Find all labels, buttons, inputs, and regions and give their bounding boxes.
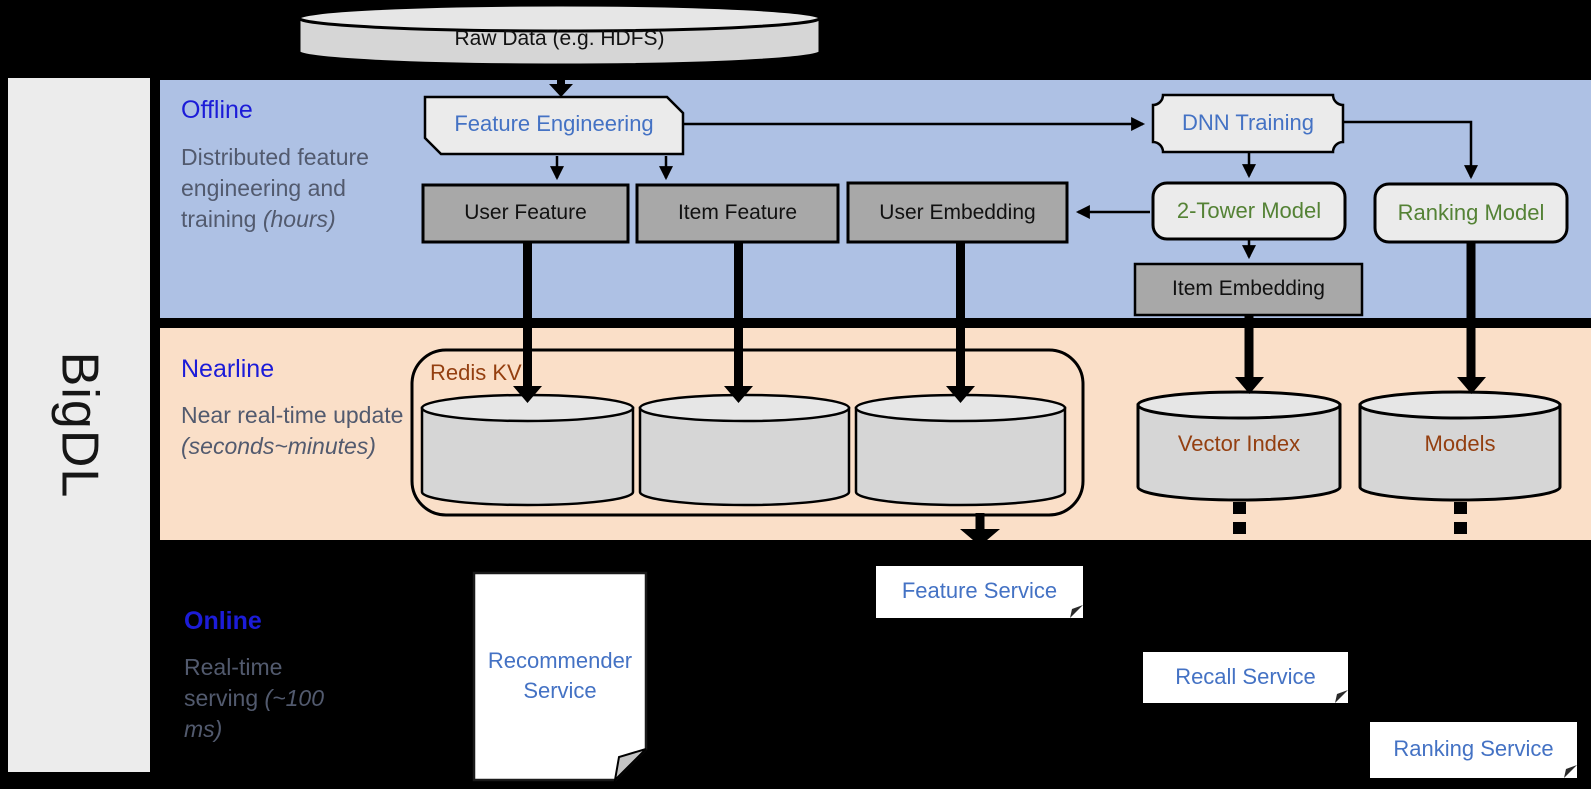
bigdl-logo-text: BigDL bbox=[50, 351, 109, 499]
raw-data-label: Raw Data (e.g. HDFS) bbox=[454, 27, 665, 50]
ranking-model-label: Ranking Model bbox=[1397, 200, 1545, 225]
offline-section-title: Offline bbox=[181, 96, 253, 124]
online-section-title: Online bbox=[184, 607, 262, 635]
bigdl-brand-bar: BigDL bbox=[8, 78, 150, 772]
user-feature-label: User Feature bbox=[464, 201, 587, 224]
item-feature-label: Item Feature bbox=[677, 201, 798, 224]
item-embedding-label: Item Embedding bbox=[1172, 277, 1325, 300]
two-tower-model-label: 2-Tower Model bbox=[1176, 198, 1322, 223]
recommender-service-label: Recommender Service bbox=[487, 648, 633, 703]
redis-kv-label: Redis KV bbox=[430, 360, 522, 385]
ranking-service-label: Ranking Service bbox=[1393, 736, 1554, 761]
user-embedding-label: User Embedding bbox=[879, 201, 1036, 224]
online-section-description: Real-time serving (~100 ms) bbox=[184, 654, 325, 742]
feature-service-label: Feature Service bbox=[901, 578, 1058, 603]
vector-index-label: Vector Index bbox=[1177, 431, 1301, 456]
feature-engineering-label: Feature Engineering bbox=[454, 111, 654, 136]
dnn-training-label: DNN Training bbox=[1181, 110, 1315, 135]
offline-section-description: Distributed feature engineering and trai… bbox=[181, 144, 369, 232]
models-label: Models bbox=[1424, 431, 1496, 456]
recall-service-label: Recall Service bbox=[1175, 664, 1316, 689]
nearline-section-description: Near real-time update (seconds~minutes) bbox=[181, 402, 404, 459]
nearline-section-title: Nearline bbox=[181, 355, 275, 383]
